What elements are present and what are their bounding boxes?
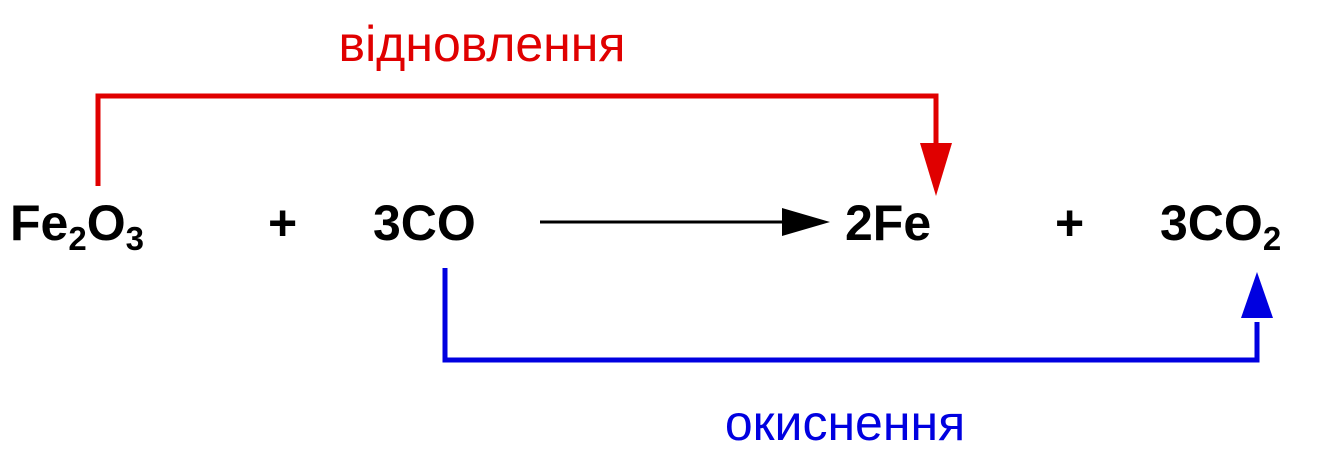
reaction-arrowhead (782, 208, 830, 236)
reduction-label: відновлення (339, 16, 626, 72)
reduction-arrowhead (920, 143, 952, 196)
reduction-bracket (95, 93, 939, 186)
plus-sign-2: + (1055, 195, 1084, 251)
plus-sign-1: + (268, 195, 297, 251)
reactant-fe2o3-element-2: O (87, 195, 126, 251)
product-2fe: 2Fe (845, 195, 931, 251)
reactant-fe2o3-element-1: Fe (10, 195, 68, 251)
oxidation-bracket (442, 268, 1260, 363)
product-3co2: 3CO2 (1160, 195, 1281, 257)
reactant-fe2o3-subscript-2: 3 (126, 220, 144, 257)
reactant-fe2o3-subscript-1: 2 (68, 220, 86, 257)
oxidation-label: окиснення (725, 395, 965, 449)
oxidation-arrowhead (1241, 272, 1273, 318)
reactant-3co: 3CO (373, 195, 476, 251)
product-3co2-subscript: 2 (1263, 220, 1281, 257)
reactant-fe2o3: Fe2O3 (10, 195, 144, 257)
product-3co2-text: 3CO (1160, 195, 1263, 251)
